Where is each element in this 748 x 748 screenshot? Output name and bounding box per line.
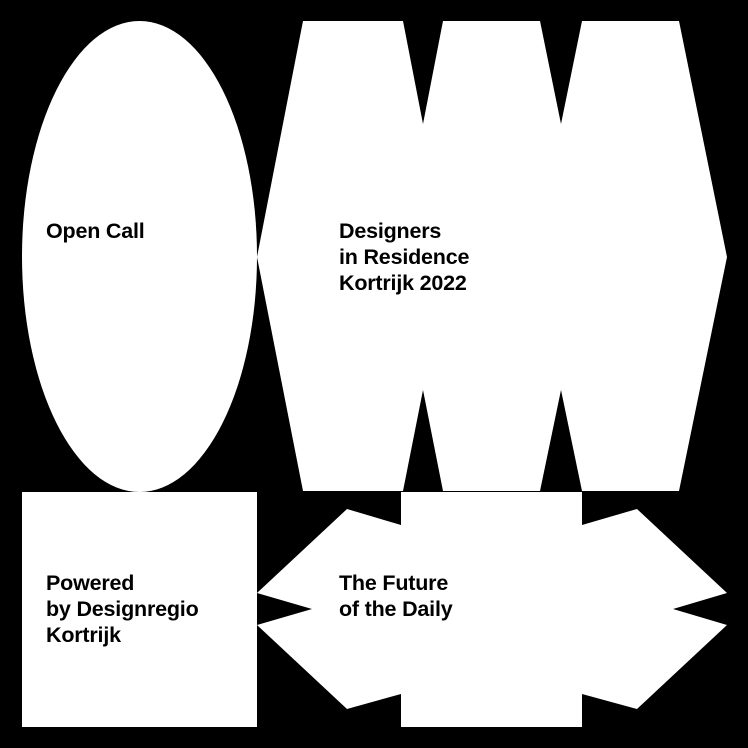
text-line: The Future: [339, 571, 449, 595]
theme-text: The Future of the Daily: [339, 570, 453, 622]
text-line: Kortrijk: [46, 623, 121, 647]
notched-hexagon-shape: [257, 21, 727, 491]
text-line: Open Call: [46, 219, 145, 243]
title-text: Designers in Residence Kortrijk 2022: [339, 218, 469, 296]
text-line: of the Daily: [339, 597, 453, 621]
star-cross-shape: [257, 492, 727, 727]
text-line: Powered: [46, 571, 135, 595]
text-line: Designers: [339, 219, 442, 243]
text-line: by Designregio: [46, 597, 199, 621]
powered-by-text: Powered by Designregio Kortrijk: [46, 570, 199, 648]
ellipse-shape: [22, 21, 257, 492]
open-call-text: Open Call: [46, 218, 145, 244]
square-shape: [22, 492, 257, 727]
text-line: Kortrijk 2022: [339, 271, 467, 295]
text-line: in Residence: [339, 245, 470, 269]
